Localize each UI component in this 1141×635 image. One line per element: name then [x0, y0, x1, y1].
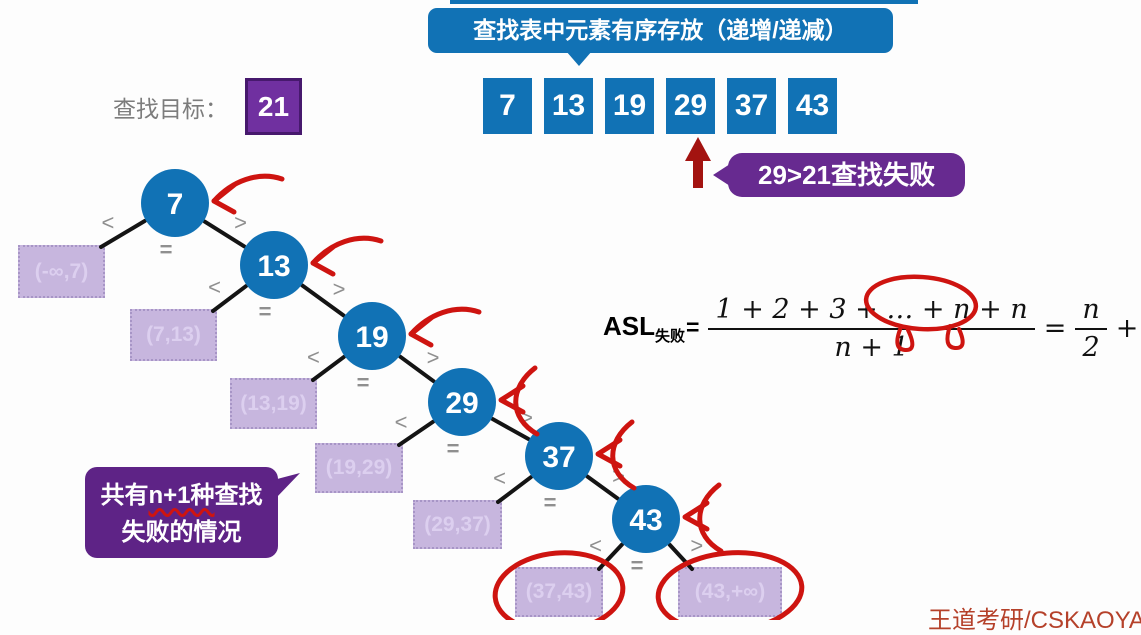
note-bubble-line2: 失败的情况 — [121, 519, 242, 547]
search-target-value-box: 21 — [245, 78, 302, 135]
fraction-numerator: 1 + 2 + 3 + … + n + n — [708, 294, 1035, 330]
asl-text: ASL — [603, 310, 655, 341]
array-cell: 19 — [605, 78, 654, 134]
fraction-n-over-2: n 2 — [1075, 294, 1107, 363]
fraction-denominator: n + 1 — [834, 331, 909, 363]
fraction-numerator: n — [1075, 294, 1107, 330]
slide-canvas: { "banner": { "text": "查找表中元素有序存放（递增/递减）… — [18, 0, 1141, 634]
asl-subscript: 失败 — [655, 327, 686, 345]
asl-formula: ASL失败= 1 + 2 + 3 + … + n + n n + 1 = n 2… — [603, 283, 1141, 373]
fraction-denominator: 2 — [1082, 331, 1100, 363]
fail-interval-box: (7,13) — [130, 309, 217, 361]
asl-formula-label: ASL失败= — [603, 311, 699, 346]
fail-interval-box: (13,19) — [230, 378, 317, 429]
watermark: 王道考研/CSKAOYAN — [928, 607, 1141, 634]
top-cropped-strip — [450, 0, 918, 4]
note-text: 共有 — [100, 482, 149, 509]
array-cell: 37 — [727, 78, 776, 134]
array-cell: 43 — [788, 78, 837, 134]
array-cell: 29 — [666, 78, 715, 134]
fail-note-tail — [713, 164, 730, 186]
note-text-underlined: n+1种 — [148, 482, 215, 509]
fail-interval-box: (43,+∞) — [678, 567, 782, 617]
banner-text: 查找表中元素有序存放（递增/递减） — [473, 17, 848, 43]
fail-note-bubble: 29>21查找失败 — [713, 153, 965, 197]
search-target-label: 查找目标： — [113, 96, 228, 122]
fail-interval-box: (-∞,7) — [18, 245, 105, 298]
fraction-sum: 1 + 2 + 3 + … + n + n n + 1 — [708, 294, 1035, 363]
array-cell: 7 — [483, 78, 532, 134]
fail-interval-box: (37,43) — [515, 567, 603, 617]
plus-sign: + — [1115, 312, 1139, 344]
fail-interval-box: (29,37) — [413, 500, 502, 549]
note-bubble-line1: 共有n+1种查找 — [85, 477, 278, 514]
equals-sign: = — [1043, 312, 1067, 344]
note-text: 查找 — [214, 482, 263, 509]
fail-note-text: 29>21查找失败 — [757, 160, 936, 190]
asl-equals: = — [686, 313, 700, 340]
banner-pointer-triangle — [566, 51, 592, 66]
fail-interval-box: (19,29) — [315, 443, 403, 493]
array-cell: 13 — [544, 78, 593, 134]
note-bubble: 共有n+1种查找 失败的情况 — [85, 467, 300, 558]
banner-callout: 查找表中元素有序存放（递增/递减） — [428, 8, 893, 66]
